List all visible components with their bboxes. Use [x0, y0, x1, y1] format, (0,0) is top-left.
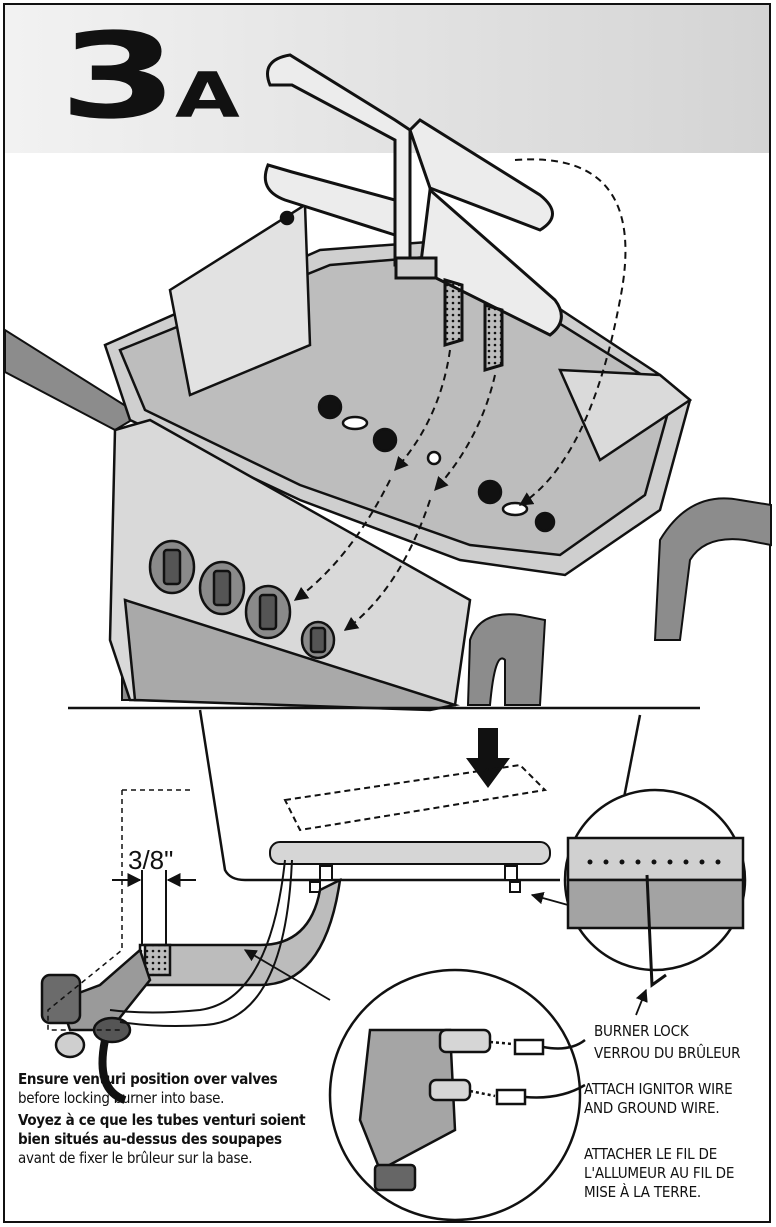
down-arrow-icon: [466, 728, 510, 788]
ignitor-detail-circle: [328, 968, 586, 1222]
dimension-label: 3/8": [128, 845, 174, 875]
burner-lock-detail-circle: [563, 788, 747, 988]
venturi-pointer-arrow: [243, 949, 331, 1001]
step-letter: A: [175, 59, 240, 132]
step-number: 3: [59, 7, 178, 145]
burner-lock-label-en: BURNER LOCK: [594, 1022, 689, 1040]
venturi-tube: [40, 877, 342, 1059]
burner-lock-label-pointer: [635, 988, 648, 1016]
control-panel: [108, 418, 472, 712]
burner-side-view: [269, 763, 551, 893]
burner-lock-label: BURNER LOCK VERROU DU BRÛLEUR: [594, 1020, 769, 1064]
burner-lock-pointer: [530, 891, 569, 906]
attach-wire-label-fr: ATTACHER LE FIL DE L'ALLUMEUR AU FIL DE …: [584, 1145, 735, 1201]
valve-cutout: [47, 789, 190, 1031]
instruction-english-rest: before locking burner into base.: [18, 1089, 225, 1107]
instruction-french-rest: avant de fixer le brûleur sur la base.: [18, 1149, 253, 1167]
gas-hose: [98, 1039, 127, 1104]
burner-lock-label-fr: VERROU DU BRÛLEUR: [594, 1044, 741, 1062]
dimension-indicator: [112, 870, 196, 945]
instruction-english-bold: Ensure venturi position over valves: [18, 1070, 278, 1088]
burner: [263, 53, 563, 373]
motion-arrows: [293, 158, 627, 631]
instruction-english: Ensure venturi position over valves befo…: [18, 1070, 318, 1108]
instruction-french-bold: Voyez à ce que les tubes venturi soient …: [18, 1111, 306, 1148]
instruction-french: Voyez à ce que les tubes venturi soient …: [18, 1111, 318, 1168]
attach-wire-label-en: ATTACH IGNITOR WIRE AND GROUND WIRE.: [584, 1080, 733, 1117]
ignitor-wires: [109, 859, 293, 1027]
